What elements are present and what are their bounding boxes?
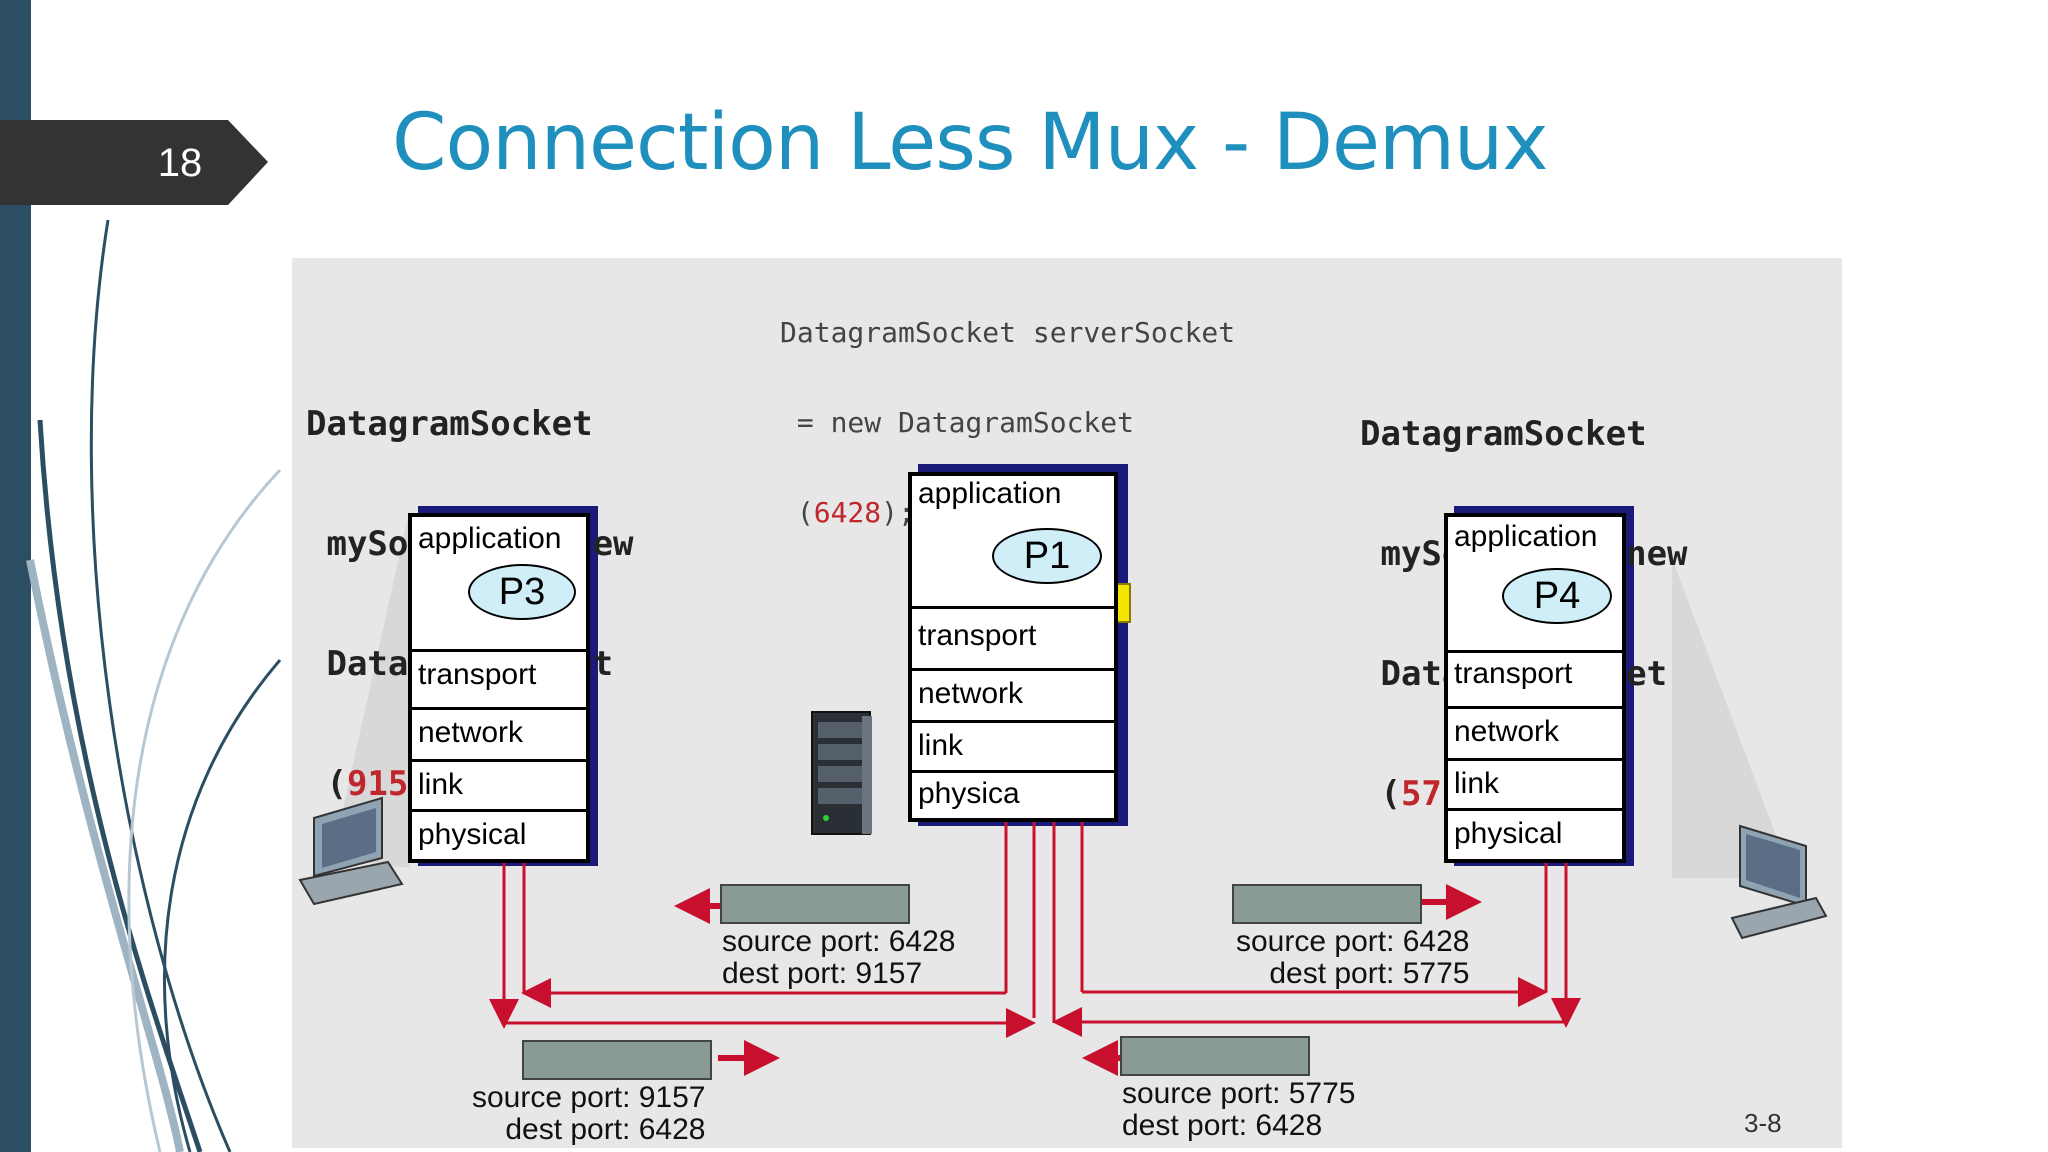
right-process-p4: P4 — [1502, 568, 1612, 624]
right-to-server-dest: dest port: 6428 — [1122, 1109, 1323, 1142]
segment-server-to-left-labels: source port: 6428 dest port: 9157 — [722, 926, 955, 990]
slide-number-tag — [0, 120, 268, 205]
center-layer-network: network — [912, 668, 1114, 720]
left-layer-link: link — [412, 759, 586, 809]
segment-server-to-left — [720, 884, 910, 924]
server-icon — [811, 711, 872, 835]
center-layer-link: link — [912, 720, 1114, 770]
left-process-p3: P3 — [468, 564, 576, 620]
right-code-line-1: DatagramSocket — [1360, 414, 1647, 454]
right-beam — [1672, 558, 1792, 878]
server-to-right-dest: dest port: 5775 — [1269, 957, 1470, 990]
slide-number: 18 — [157, 141, 203, 185]
segment-right-to-server-labels: source port: 5775 dest port: 6428 — [1122, 1078, 1355, 1142]
server-port-value: 6428 — [813, 496, 882, 529]
segment-right-to-server — [1120, 1036, 1310, 1076]
demux-diagram: DatagramSocket serverSocket = new Datagr… — [292, 258, 1842, 1148]
server-to-left-dest: dest port: 9157 — [722, 957, 923, 990]
center-layer-transport: transport — [912, 606, 1114, 668]
segment-left-to-server-labels: source port: 9157 dest port: 6428 — [472, 1082, 705, 1146]
right-layer-link: link — [1448, 758, 1622, 808]
left-beam — [332, 508, 410, 868]
center-layer-physical: physica — [912, 770, 1114, 822]
right-layer-application: application — [1454, 520, 1598, 553]
right-layer-physical: physical — [1448, 808, 1622, 863]
segment-server-to-right-labels: source port: 6428 dest port: 5775 — [1236, 926, 1469, 990]
right-layer-transport: transport — [1448, 650, 1622, 706]
center-protocol-stack: application transport network link physi… — [908, 472, 1118, 822]
right-to-server-source: source port: 5775 — [1122, 1077, 1356, 1110]
page-reference: 3-8 — [1744, 1108, 1782, 1138]
right-layer-network: network — [1448, 706, 1622, 758]
segment-left-to-server — [522, 1040, 712, 1080]
decorative-curves — [26, 219, 282, 1152]
server-code-line-1: DatagramSocket serverSocket — [780, 316, 1236, 349]
server-socket-code: DatagramSocket serverSocket = new Datagr… — [780, 258, 1235, 588]
server-to-left-source: source port: 6428 — [722, 925, 956, 958]
left-code-line-1: DatagramSocket — [306, 404, 593, 444]
right-computer-icon — [1730, 824, 1828, 940]
left-layer-application: application — [418, 522, 562, 555]
server-code-line-2: = new DatagramSocket — [780, 406, 1135, 439]
server-to-right-source: source port: 6428 — [1236, 925, 1470, 958]
left-layer-physical: physical — [412, 809, 586, 863]
right-protocol-stack: application transport network link physi… — [1444, 513, 1626, 863]
left-computer-icon — [298, 796, 404, 906]
left-layer-network: network — [412, 707, 586, 759]
left-to-server-source: source port: 9157 — [472, 1081, 706, 1114]
center-process-p1: P1 — [992, 528, 1102, 584]
left-to-server-dest: dest port: 6428 — [505, 1113, 706, 1146]
segment-server-to-right — [1232, 884, 1422, 924]
center-layer-application: application — [918, 477, 1062, 510]
left-layer-transport: transport — [412, 649, 586, 707]
slide-title: Connection Less Mux - Demux — [392, 98, 1549, 188]
